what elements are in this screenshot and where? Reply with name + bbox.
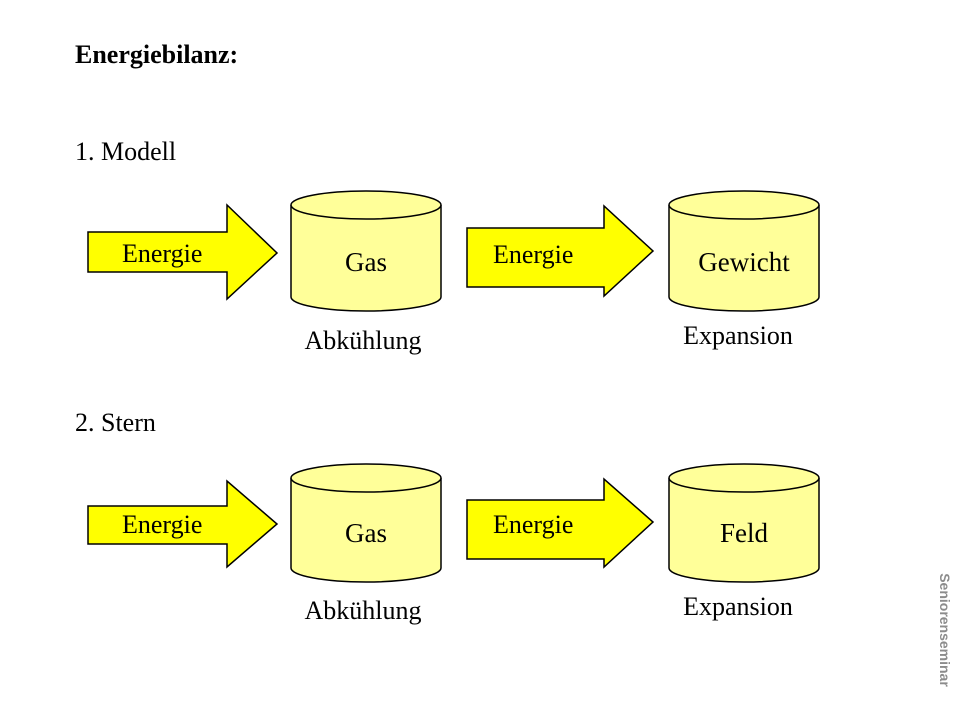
model-2-gas-cylinder bbox=[290, 463, 442, 583]
model-2-energy-arrow-1-label: Energie bbox=[122, 510, 202, 539]
model-2-gas-label: Gas bbox=[345, 518, 387, 548]
model-2-field-label: Feld bbox=[720, 518, 769, 548]
model-2-field-cylinder bbox=[668, 463, 820, 583]
model-1-energy-arrow-2-label: Energie bbox=[493, 240, 573, 269]
model-1-energy-arrow-1-label: Energie bbox=[122, 239, 202, 268]
model-2-field-caption: Expansion bbox=[683, 592, 793, 621]
side-caption-text: Seniorenseminar bbox=[937, 573, 953, 687]
model-1-weight-caption: Expansion bbox=[683, 321, 793, 350]
model-2-row: Energie Gas Abkühlung Energie Feld Expan… bbox=[87, 463, 820, 625]
model-1-gas-caption: Abkühlung bbox=[305, 326, 422, 355]
model-2-heading: 2. Stern bbox=[75, 408, 156, 437]
model-1-weight-cylinder bbox=[668, 190, 820, 312]
model-1-energy-arrow-2 bbox=[466, 204, 655, 298]
model-2-energy-arrow-1 bbox=[87, 479, 279, 569]
model-1-heading: 1. Modell bbox=[75, 137, 177, 166]
side-caption: Seniorenseminar bbox=[936, 550, 954, 710]
model-1-gas-cylinder bbox=[290, 190, 442, 312]
model-1-weight-label: Gewicht bbox=[698, 247, 790, 277]
model-2-energy-arrow-2 bbox=[466, 477, 655, 569]
model-1-gas-label: Gas bbox=[345, 247, 387, 277]
model-2-energy-arrow-2-label: Energie bbox=[493, 510, 573, 539]
model-1-energy-arrow-1 bbox=[87, 203, 279, 301]
model-2-gas-caption: Abkühlung bbox=[305, 596, 422, 625]
page-title: Energiebilanz: bbox=[75, 40, 239, 69]
model-1-row: Energie Gas Abkühlung Energie Gewicht Ex… bbox=[87, 190, 820, 355]
